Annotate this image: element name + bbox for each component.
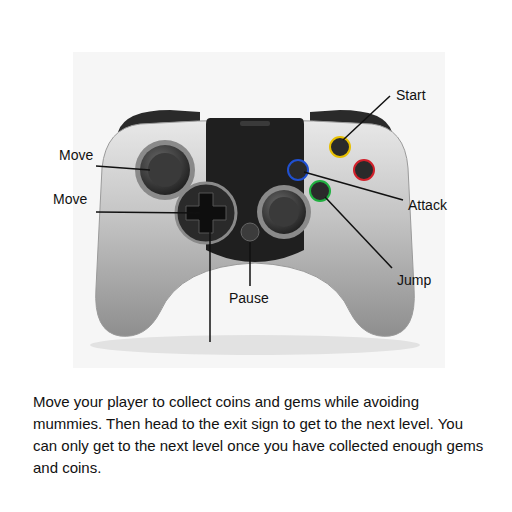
part-label: Pause — [229, 290, 269, 306]
y-button — [330, 137, 350, 157]
leader-line — [304, 172, 403, 200]
stick-top — [269, 197, 299, 227]
pause-button — [241, 223, 259, 241]
shadow — [90, 335, 420, 355]
leader-line — [209, 230, 211, 342]
photo-ground — [73, 52, 445, 368]
leader-line — [325, 197, 392, 268]
part-label: Attack — [408, 197, 447, 213]
part-label: Jump — [397, 272, 431, 288]
o-button — [310, 181, 330, 201]
stick-well — [257, 185, 311, 239]
instructions-caption: Move your player to collect coins and ge… — [33, 391, 485, 479]
stick-top — [148, 153, 182, 187]
u-button — [288, 160, 308, 180]
leader-line — [249, 242, 251, 286]
part-label: Start — [396, 87, 426, 103]
part-label: Move — [59, 147, 93, 163]
part-label: Move — [53, 191, 87, 207]
leader-line — [96, 166, 150, 170]
led-bar — [240, 121, 270, 126]
right-stick — [262, 190, 306, 234]
leader-line — [343, 96, 390, 140]
a-button — [354, 160, 374, 180]
leader-line — [96, 212, 200, 213]
